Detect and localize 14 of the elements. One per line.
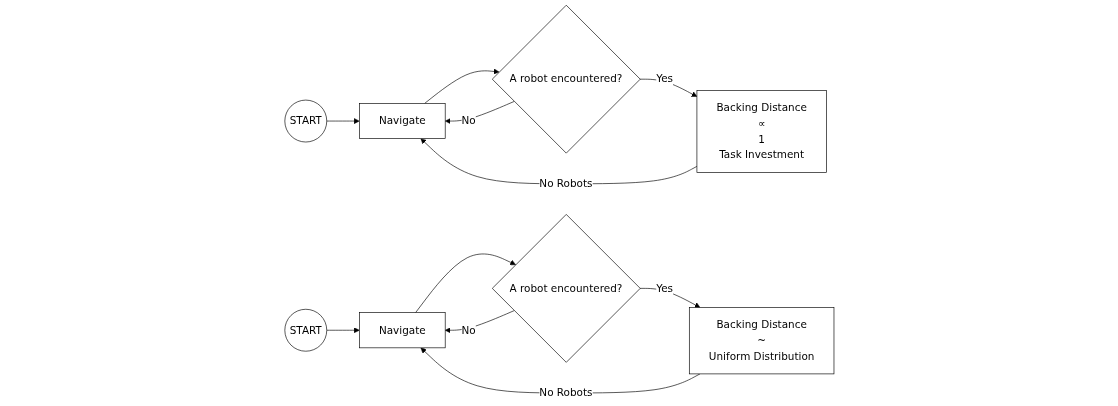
node-box: Navigate xyxy=(358,312,446,349)
edge-label: No xyxy=(461,114,476,127)
edge-label: No Robots xyxy=(538,386,593,399)
node-circle: START xyxy=(284,99,327,143)
edge-label: No xyxy=(461,323,476,337)
node-diamond: A robot encountered? xyxy=(491,4,641,154)
edge-label: Yes xyxy=(655,281,673,295)
node-diamond: A robot encountered? xyxy=(491,214,641,363)
edge-label: No Robots xyxy=(538,177,593,190)
edge-label: Yes xyxy=(655,72,673,86)
node-box: Backing Distance ∝ 1 Task Investment xyxy=(696,90,827,173)
node-box: Backing Distance ~ Uniform Distribution xyxy=(688,307,834,375)
node-box: Navigate xyxy=(358,103,446,139)
node-circle: START xyxy=(284,308,327,352)
